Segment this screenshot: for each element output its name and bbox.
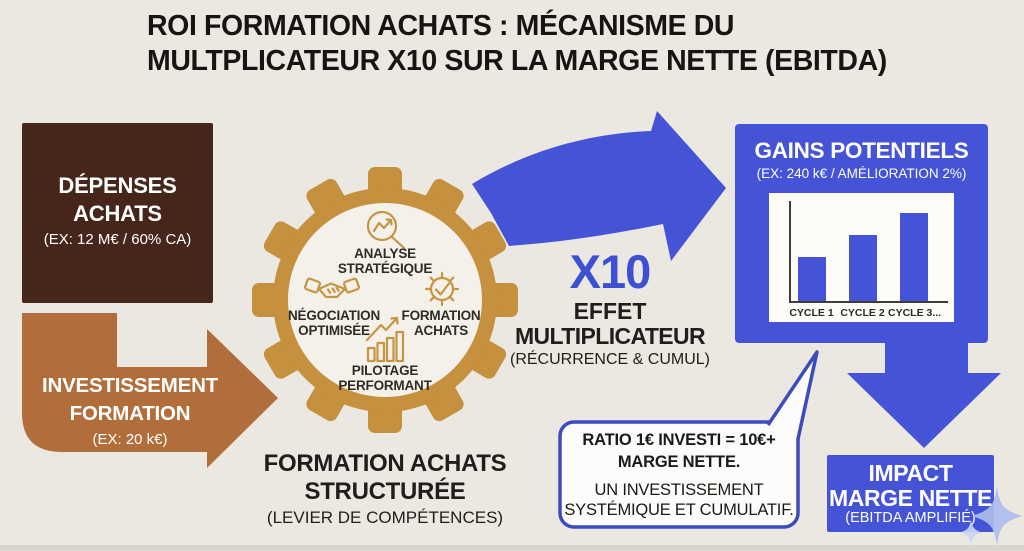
chart-label-cycle1: CYCLE 1: [789, 307, 834, 319]
title-line-1: ROI FORMATION ACHATS : MÉCANISME DU: [147, 10, 735, 42]
multiplier-line-2: MULTIPLICATEUR: [514, 323, 706, 349]
depenses-achats-box: [22, 123, 213, 303]
chart-bar: [899, 213, 928, 301]
gear-shape: [252, 167, 518, 433]
investissement-title-2: FORMATION: [69, 402, 191, 425]
gains-subtitle: (EX: 240 k€ / AMÉLIORATION 2%): [756, 166, 967, 181]
impact-subtitle: (EBITDA AMPLIFIÉ): [845, 510, 976, 526]
chart-bar-cell: [837, 235, 888, 301]
bubble-text-1: UN INVESTISSEMENT: [594, 481, 764, 499]
depenses-title-2: ACHATS: [73, 201, 162, 226]
caption-line-2: STRUCTURÉE: [304, 478, 466, 505]
ratio-bubble-text: RATIO 1€ INVESTI = 10€+ MARGE NETTE. UN …: [562, 430, 796, 520]
chart-label-cycle2: CYCLE 2: [840, 307, 885, 319]
bar-growth-icon: [365, 316, 405, 363]
chart-bar: [797, 257, 826, 301]
gains-down-arrow: [847, 341, 1001, 448]
bottom-edge-strip: [0, 545, 1024, 551]
chart-bar-cell: [786, 257, 837, 301]
gear-label-analyse: ANALYSE STRATÉGIQUE: [310, 246, 460, 276]
multiplier-swoosh-arrow: [472, 111, 726, 261]
gear-label-pilotage-line2: PERFORMANT: [338, 377, 432, 393]
chart-category-labels: CYCLE 1 CYCLE 2 CYCLE 3...: [786, 307, 942, 319]
gear-label-formation: FORMATION ACHATS: [366, 308, 516, 338]
chart-bar: [848, 235, 877, 301]
chart-x-axis: [789, 301, 948, 303]
gear-label-analyse-line1: ANALYSE: [354, 246, 416, 261]
impact-title-1: IMPACT: [868, 460, 953, 486]
gear-label-formation-line1: FORMATION: [401, 308, 481, 323]
speech-bubble: [558, 350, 819, 529]
sparkle-icon: [960, 487, 1022, 545]
x10-value: X10: [569, 245, 652, 298]
impact-marge-nette-box: IMPACT MARGE NETTE (EBITDA AMPLIFIÉ): [827, 455, 994, 532]
chart-y-axis: [789, 201, 791, 303]
gear-label-negociation-line2: OPTIMISÉE: [298, 322, 370, 338]
gear-label-pilotage: PILOTAGE PERFORMANT: [310, 363, 460, 393]
multiplier-line-1: EFFET: [573, 298, 647, 324]
caption-subtitle: (LEVIER DE COMPÉTENCES): [266, 508, 504, 527]
gear-label-negociation-line1: NÉGOCIATION: [287, 308, 381, 323]
multiplier-subtitle: (RÉCURRENCE & CUMUL): [509, 351, 710, 368]
depenses-title-1: DÉPENSES: [58, 173, 177, 198]
depenses-achats-text: DÉPENSES ACHATS (EX: 12 M€ / 60% CA): [22, 172, 213, 252]
bubble-bold-1: RATIO 1€ INVESTI = 10€+: [582, 431, 776, 449]
multiplier-block: X10 EFFET MULTIPLICATEUR (RÉCURRENCE & C…: [505, 245, 715, 371]
magnifier-trend-icon: [366, 210, 406, 250]
bubble-bold-2: MARGE NETTE.: [617, 452, 741, 471]
formation-achats-caption: FORMATION ACHATS STRUCTURÉE (LEVIER DE C…: [250, 450, 520, 530]
depenses-subtitle: (EX: 12 M€ / 60% CA): [43, 231, 192, 248]
investissement-subtitle: (EX: 20 k€): [92, 431, 168, 448]
investment-arrow: [22, 313, 278, 468]
chart-bars: [786, 213, 939, 301]
investissement-title-1: INVESTISSEMENT: [41, 374, 219, 397]
gear-check-icon: [424, 271, 460, 307]
chart-bar-cell: [888, 213, 939, 301]
chart-label-cycle3: CYCLE 3...: [888, 307, 942, 319]
gains-potentiels-box: GAINS POTENTIELS (EX: 240 k€ / AMÉLIORAT…: [735, 124, 988, 343]
gains-title: GAINS POTENTIELS: [754, 138, 969, 163]
bubble-text-2: SYSTÉMIQUE ET CUMULATIF.: [564, 501, 794, 519]
page-title: ROI FORMATION ACHATS : MÉCANISME DU MULT…: [147, 9, 967, 79]
gear-label-formation-line2: ACHATS: [413, 322, 469, 338]
gains-bar-chart: CYCLE 1 CYCLE 2 CYCLE 3...: [769, 193, 954, 322]
gear-label-analyse-line2: STRATÉGIQUE: [337, 260, 433, 276]
gear-label-negociation: NÉGOCIATION OPTIMISÉE: [259, 308, 409, 338]
caption-line-1: FORMATION ACHATS: [263, 450, 507, 477]
handshake-icon: [303, 277, 361, 299]
gear-label-pilotage-line1: PILOTAGE: [351, 363, 419, 378]
title-line-2: MULTPLICATEUR X10 SUR LA MARGE NETTE (EB…: [147, 45, 887, 77]
impact-title-2: MARGE NETTE: [829, 484, 992, 511]
investissement-formation-text: INVESTISSEMENT FORMATION (EX: 20 k€): [28, 372, 232, 451]
